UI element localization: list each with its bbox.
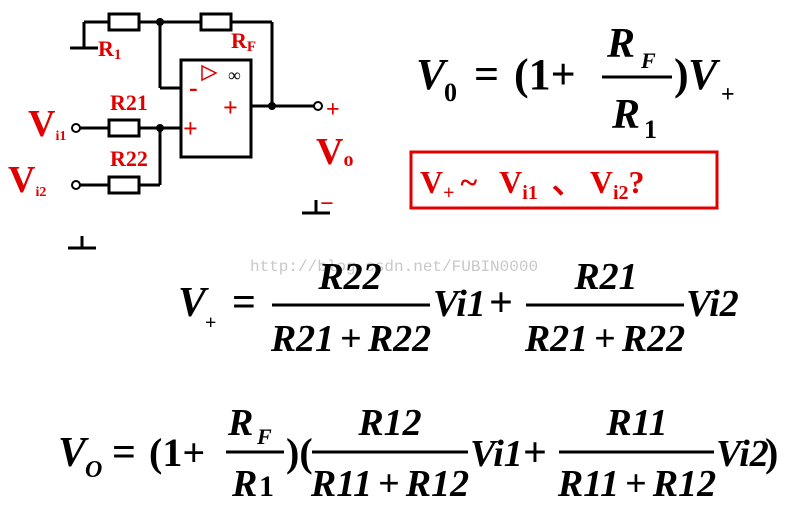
eq2-mid-plus: + (489, 280, 513, 326)
opamp-plus-inner: + (223, 93, 238, 122)
output-minus-label: − (320, 191, 334, 217)
label-r21: R21 (110, 90, 148, 115)
eq3-f1-den: R11+R12 (310, 463, 469, 505)
eq3-num-sub: F (256, 424, 272, 449)
eq1-close: ) (674, 50, 689, 99)
eq3-den: R (231, 463, 257, 505)
eq2-f2-num: R21 (573, 256, 637, 298)
eq1-lhs: V (416, 50, 449, 99)
terminal-output (313, 101, 323, 111)
eq1-equals: = (474, 50, 499, 99)
eq3-equals: = (112, 430, 136, 476)
eq1-num: R (606, 21, 635, 67)
eq3-open: (1+ (149, 430, 205, 475)
eq2-lhs: V (178, 280, 209, 326)
label-rf: RF (231, 28, 256, 55)
eq3-lhs-sub: O (85, 457, 102, 483)
eq1-num-sub: F (640, 48, 656, 73)
eq3-lhs: V (58, 430, 89, 476)
terminal-vi2 (71, 180, 81, 190)
eq1-den: R (611, 92, 640, 138)
opamp-plus-input: + (183, 114, 198, 143)
eq1-v-sub: + (721, 82, 735, 108)
eq3-f2-den: R11+R12 (557, 463, 716, 505)
eq2-f2-den: R21+R22 (524, 318, 685, 360)
terminal-vi1 (71, 123, 81, 133)
eq3-close-open: )( (286, 430, 313, 475)
label-vi1: Vi1 (28, 103, 66, 145)
resistor-r1 (107, 12, 141, 32)
question-box: V+~Vi1、Vi2? (409, 150, 719, 210)
eq3-term1: Vi1 (470, 433, 523, 475)
output-plus-label: + (326, 97, 340, 123)
question-text: V+~Vi1、Vi2? (420, 164, 645, 204)
eq1-lhs-sub: 0 (444, 78, 457, 107)
eq3-f2-num: R11 (605, 402, 667, 444)
label-r1: R1 (98, 36, 121, 63)
resistor-r22 (107, 175, 141, 195)
equation-1: V 0 = (1+ R F R 1 ) V + (416, 21, 735, 144)
question-box-border (409, 150, 719, 210)
label-vo: Vo (316, 131, 353, 173)
eq1-open: (1+ (514, 50, 576, 99)
eq3-close: ) (765, 430, 778, 475)
opamp-box (179, 58, 253, 159)
eq2-equals: = (232, 280, 256, 326)
eq3-term2: Vi2 (716, 433, 769, 475)
opamp-triangle-icon (201, 64, 218, 82)
eq3-mid-plus: + (523, 430, 547, 476)
eq3-den-sub: 1 (259, 470, 274, 503)
resistor-rf (199, 12, 233, 32)
equation-3: V O = (1+ R F R 1 )( R12 R11+R12 Vi1 + R… (58, 402, 778, 505)
eq2-f1-den: R21+R22 (270, 318, 431, 360)
circuit-schematic: ∞ - + + + − R1 RF R21 R22 Vi1 Vi2 Vo (8, 12, 353, 250)
opamp-infinity: ∞ (228, 65, 241, 85)
eq2-lhs-sub: + (205, 312, 216, 334)
eq3-f1-num: R12 (357, 402, 421, 444)
eq3-num: R (227, 402, 253, 444)
label-r22: R22 (110, 146, 148, 171)
eq1-den-sub: 1 (644, 115, 657, 144)
eq1-v: V (688, 50, 721, 99)
opamp-minus-label: - (189, 73, 198, 102)
label-vi2: Vi2 (8, 159, 46, 201)
equation-2: V + = R22 R21+R22 Vi1 + R21 R21+R22 Vi2 (178, 256, 739, 360)
eq2-f1-num: R22 (317, 256, 381, 298)
eq2-term1: Vi1 (433, 283, 486, 325)
resistor-r21 (107, 118, 141, 138)
node-output (268, 102, 276, 110)
watermark: http://blog.csdn.net/FUBIN0000 (250, 258, 538, 276)
eq2-term2: Vi2 (686, 283, 739, 325)
